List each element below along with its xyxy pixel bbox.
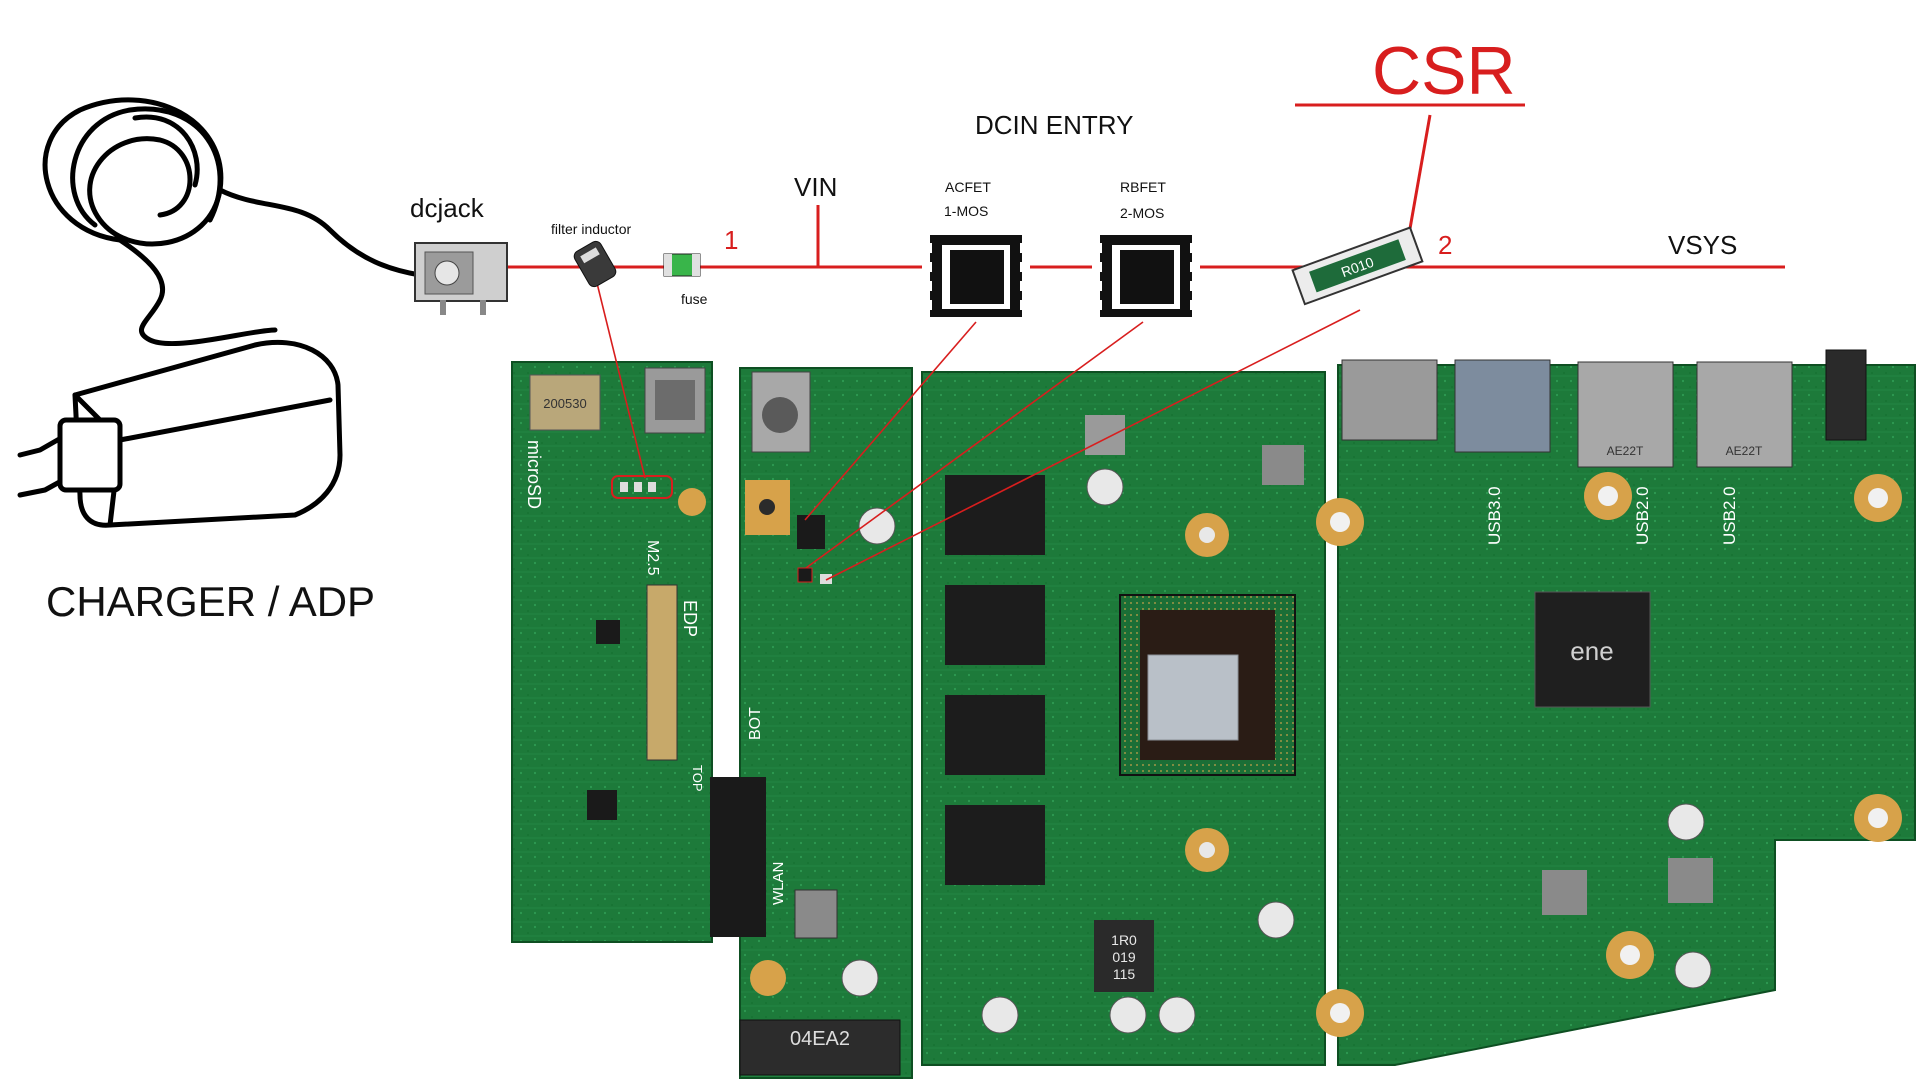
inductor-line-3: 115 [1113,966,1136,982]
dcjack-label: dcjack [410,193,484,223]
fuse-component [663,253,701,277]
charger-label: CHARGER / ADP [46,578,376,625]
point-2-marker: 2 [1438,230,1453,260]
top-label: TOP [690,765,705,792]
usb20-label-1: USB2.0 [1633,486,1652,545]
point-1-marker: 1 [724,225,739,255]
leader-rbfet [805,321,1144,569]
main-board: 1R0 019 115 ene AE22T AE22T USB3.0 USB2.… [921,349,1916,1066]
csr-label: CSR [1372,33,1516,109]
filter-inductor-component [573,240,617,288]
csr-resistor: R010 [1291,226,1424,306]
m2-label: M2.5 [644,540,661,576]
diagram-title: DCIN ENTRY [975,110,1134,140]
cable-coil [42,97,224,247]
sim-code: 200530 [543,396,586,411]
ec-chip-mark: ene [1570,636,1613,666]
fuse-label: fuse [681,291,708,307]
csr-pointer [1406,114,1432,241]
filter-inductor-label: filter inductor [551,221,632,237]
filter-inductor-highlight [611,475,673,499]
port-mark-2: AE22T [1726,444,1763,458]
left-panel-board: 200530 microSD M2.5 EDP [511,361,713,943]
wlan-label: WLAN [770,862,787,905]
microsd-label: microSD [524,440,544,509]
charger-adapter-drawing [17,97,423,528]
inductor-line-2: 019 [1112,949,1136,965]
inductor-line-1: 1R0 [1111,932,1137,948]
usb30-label: USB3.0 [1485,486,1504,545]
leader-acfet [804,321,977,521]
leader-filter-inductor [594,274,646,479]
acfet-mosfet [922,235,1030,317]
edp-label: EDP [680,600,700,637]
leader-lines [594,274,1361,581]
usb20-label-2: USB2.0 [1720,486,1739,545]
leader-csr [825,309,1361,581]
rbfet-mosfet [1092,235,1200,317]
rbfet-label: RBFET [1120,179,1166,195]
middle-panel-board: BOT TOP WLAN 04EA2 [690,367,913,1079]
cable-to-jack [217,187,423,278]
dcjack-component [414,242,508,315]
vsys-label: VSYS [1668,230,1738,260]
acfet-label: ACFET [945,179,991,195]
adapter-brick [72,339,343,528]
m2-slot-code: 04EA2 [790,1028,850,1050]
acfet-sub-label: 1-MOS [944,203,989,219]
cable-to-brick [117,237,278,346]
rbfet-sub-label: 2-MOS [1120,205,1165,221]
port-mark-1: AE22T [1607,444,1644,458]
bot-label: BOT [747,707,764,740]
vin-label: VIN [794,172,838,202]
